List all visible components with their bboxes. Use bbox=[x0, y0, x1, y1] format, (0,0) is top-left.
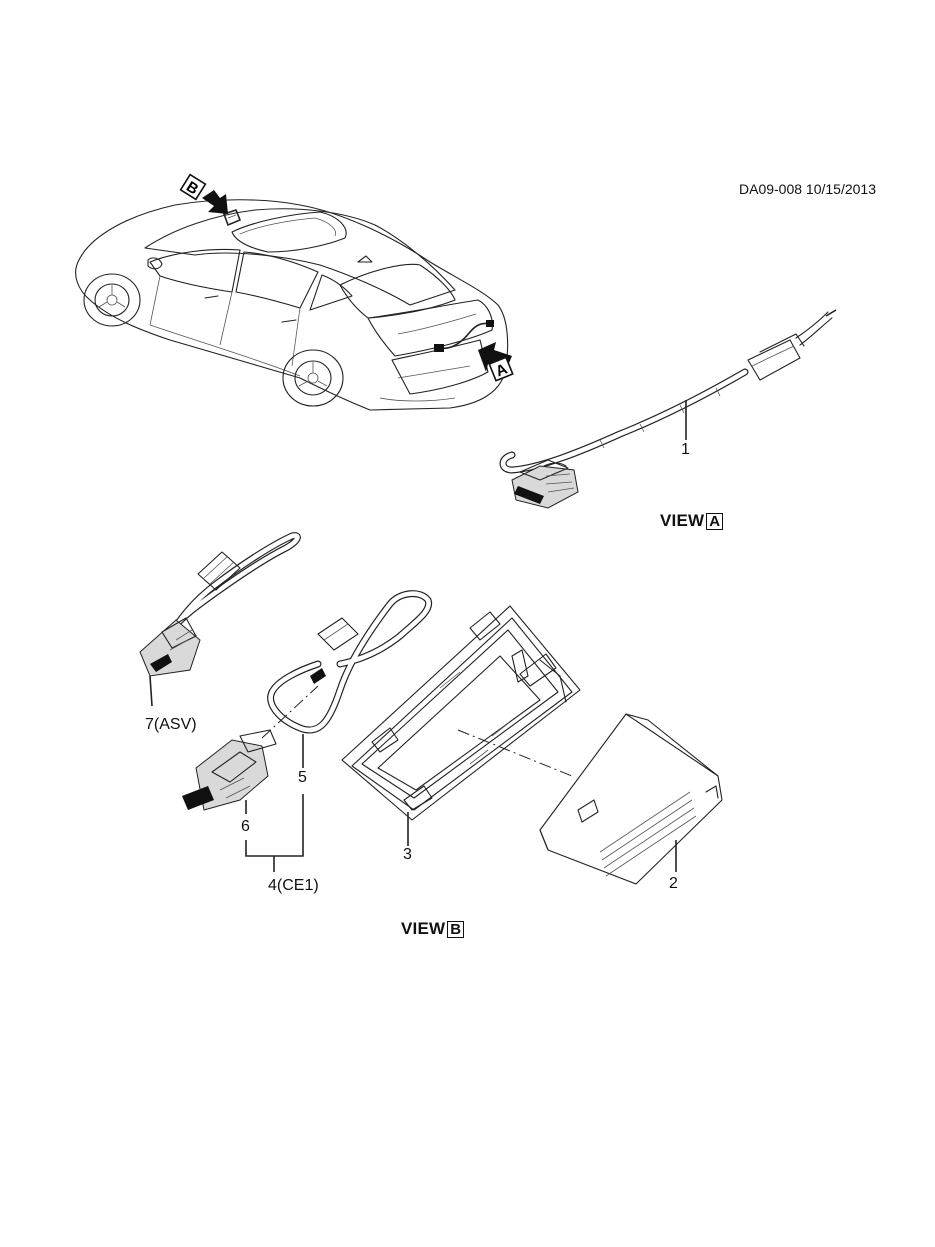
callout-part-3: 3 bbox=[403, 846, 412, 863]
sedan-illustration bbox=[75, 199, 509, 411]
callout-part-2: 2 bbox=[669, 875, 678, 892]
part-6-ce1-camera bbox=[182, 685, 319, 814]
arrow-a-indicator: A bbox=[478, 342, 514, 382]
callout-part-6: 6 bbox=[241, 818, 250, 835]
callout-part-1: 1 bbox=[681, 441, 690, 458]
document-id: DA09-008 10/15/2013 bbox=[739, 181, 876, 197]
part-3-mounting-frame bbox=[341, 605, 581, 846]
callout-part-7: 7(ASV) bbox=[145, 716, 197, 733]
arrow-b-indicator: B bbox=[179, 173, 228, 214]
callout-part-5: 5 bbox=[298, 769, 307, 786]
view-a-letter: A bbox=[706, 513, 724, 530]
alignment-line-3-2 bbox=[457, 729, 573, 777]
part-5-ce1-harness bbox=[267, 590, 433, 768]
view-a-word: VIEW bbox=[660, 511, 705, 530]
view-b-word: VIEW bbox=[401, 919, 446, 938]
part-2-cover bbox=[539, 713, 723, 885]
callout-part-4: 4(CE1) bbox=[268, 877, 319, 894]
view-b-letter: B bbox=[447, 921, 465, 938]
part-4-group-bracket bbox=[245, 794, 304, 872]
part-7-asv-harness bbox=[139, 532, 301, 707]
part-1-camera-harness bbox=[499, 309, 837, 509]
